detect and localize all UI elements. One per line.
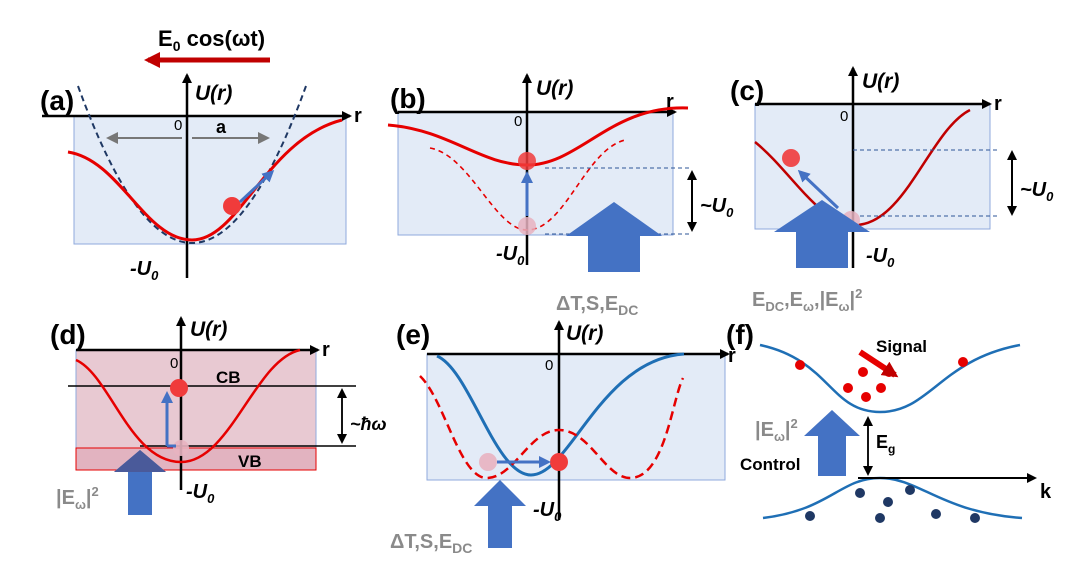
panel-f-label: (f) xyxy=(726,319,754,350)
panel-a-u-label: U(r) xyxy=(195,82,232,105)
panel-a-neg-u: -U0 xyxy=(130,258,159,283)
panel-d-u-label: U(r) xyxy=(190,318,227,341)
panel-a: (a) U(r) r 0 a -U0 xyxy=(40,73,362,283)
panel-a-move-arrow xyxy=(238,169,275,204)
panel-f-field-label: |Eω|2 xyxy=(755,416,798,444)
panel-c-tilde-u: ~U0 xyxy=(1020,179,1054,204)
panel-e: (e) U(r) r 0 -U0 ΔT,S,EDC xyxy=(390,319,736,556)
panel-f-control-label: Control xyxy=(740,455,800,474)
panel-c-drive-arrow xyxy=(774,200,870,268)
panel-d-curve xyxy=(75,348,301,464)
panel-f-hole xyxy=(931,509,941,519)
panel-d-neg-u: -U0 xyxy=(186,481,215,506)
panel-b-drive-label: ΔT,S,EDC xyxy=(556,293,638,318)
field-rest: cos(ωt) xyxy=(180,26,265,51)
panel-b-zero: 0 xyxy=(514,113,522,130)
panel-e-label: (e) xyxy=(396,319,430,350)
panel-c-label: (c) xyxy=(730,75,764,106)
panel-c-escape-arrow xyxy=(797,169,840,210)
panel-f-electron xyxy=(843,383,853,393)
panel-d-vb: VB xyxy=(238,452,262,471)
panel-e-drive-arrow xyxy=(474,480,526,548)
panel-e-drive-label: ΔT,S,EDC xyxy=(390,531,472,556)
panel-b-drive-arrow xyxy=(566,202,662,272)
panel-a-label: (a) xyxy=(40,85,74,116)
panel-d: (d) U(r) r 0 CB VB ~ħω -U0 |Eω|2 xyxy=(50,316,387,515)
panel-e-box xyxy=(426,353,726,481)
panel-f-valence-band xyxy=(762,476,1023,520)
panel-f-eg: Eg xyxy=(876,432,895,456)
panel-f-signal-label: Signal xyxy=(876,337,927,356)
field-e: E xyxy=(158,26,173,51)
panel-e-blue-curve xyxy=(436,352,685,477)
panel-e-neg-u: -U0 xyxy=(533,499,562,524)
panel-c-neg-u: -U0 xyxy=(866,245,895,270)
panel-c: (c) U(r) r 0 ~U0 -U0 EDC,Eω,|Eω|2 xyxy=(730,66,1054,314)
panel-a-r-label: r xyxy=(354,105,362,127)
panel-e-r-label: r xyxy=(728,345,736,367)
panel-b-particle xyxy=(518,152,536,170)
panel-c-drive-label: EDC,Eω,|Eω|2 xyxy=(752,286,862,314)
panel-f-hole xyxy=(875,513,885,523)
panel-b-r-label: r xyxy=(666,91,674,113)
panel-d-label: (d) xyxy=(50,319,86,350)
panel-f-hole xyxy=(970,513,980,523)
panel-b-neg-u: -U0 xyxy=(496,243,525,268)
panel-f-k-label: k xyxy=(1040,481,1052,503)
svg-text:E0 cos(ωt): E0 cos(ωt) xyxy=(158,26,265,54)
panel-d-zero: 0 xyxy=(170,355,178,372)
panel-f-electron xyxy=(958,357,968,367)
panel-d-r-label: r xyxy=(322,339,330,361)
panel-b: (b) U(r) r 0 ~U0 -U0 ΔT,S,EDC xyxy=(387,73,734,318)
field-label: E0 cos(ωt) xyxy=(144,26,270,68)
panel-c-r-label: r xyxy=(994,93,1002,115)
panel-c-zero: 0 xyxy=(840,108,848,125)
panel-d-hbar: ~ħω xyxy=(350,414,387,434)
panel-f-hole xyxy=(855,488,865,498)
panel-e-particle xyxy=(550,453,568,471)
panel-a-zero: 0 xyxy=(174,117,182,134)
panel-f-hole xyxy=(905,485,915,495)
panel-f-hole xyxy=(883,497,893,507)
field-sub: 0 xyxy=(173,38,181,54)
panel-f-electron xyxy=(876,383,886,393)
panel-e-zero: 0 xyxy=(545,357,553,374)
panel-d-field-label: |Eω|2 xyxy=(56,484,99,512)
panel-a-cosine xyxy=(67,118,343,242)
panel-a-parabola xyxy=(77,85,307,244)
panel-f: (f) k Signal Eg |Eω|2 Control xyxy=(726,319,1052,523)
panel-b-ghost-particle xyxy=(518,217,536,235)
panel-b-tilde-u: ~U0 xyxy=(700,195,734,220)
panel-c-u-label: U(r) xyxy=(862,70,899,93)
panel-e-red-curve xyxy=(419,375,685,480)
panel-d-ghost-particle xyxy=(173,440,189,456)
panel-a-width-label: a xyxy=(216,117,227,137)
panel-a-particle xyxy=(223,197,241,215)
panel-d-cb: CB xyxy=(216,368,241,387)
panel-f-signal-arrow xyxy=(858,349,899,378)
panel-d-particle xyxy=(170,379,188,397)
panel-f-electron xyxy=(795,360,805,370)
panel-e-ghost-particle xyxy=(479,453,497,471)
panel-f-electron xyxy=(861,392,871,402)
panel-e-u-label: U(r) xyxy=(566,322,603,345)
panel-b-label: (b) xyxy=(390,83,426,114)
panel-b-u-label: U(r) xyxy=(536,77,573,100)
panel-f-hole xyxy=(805,511,815,521)
panel-c-particle xyxy=(782,149,800,167)
panel-f-control-arrow xyxy=(804,410,860,476)
panel-f-electron xyxy=(858,367,868,377)
